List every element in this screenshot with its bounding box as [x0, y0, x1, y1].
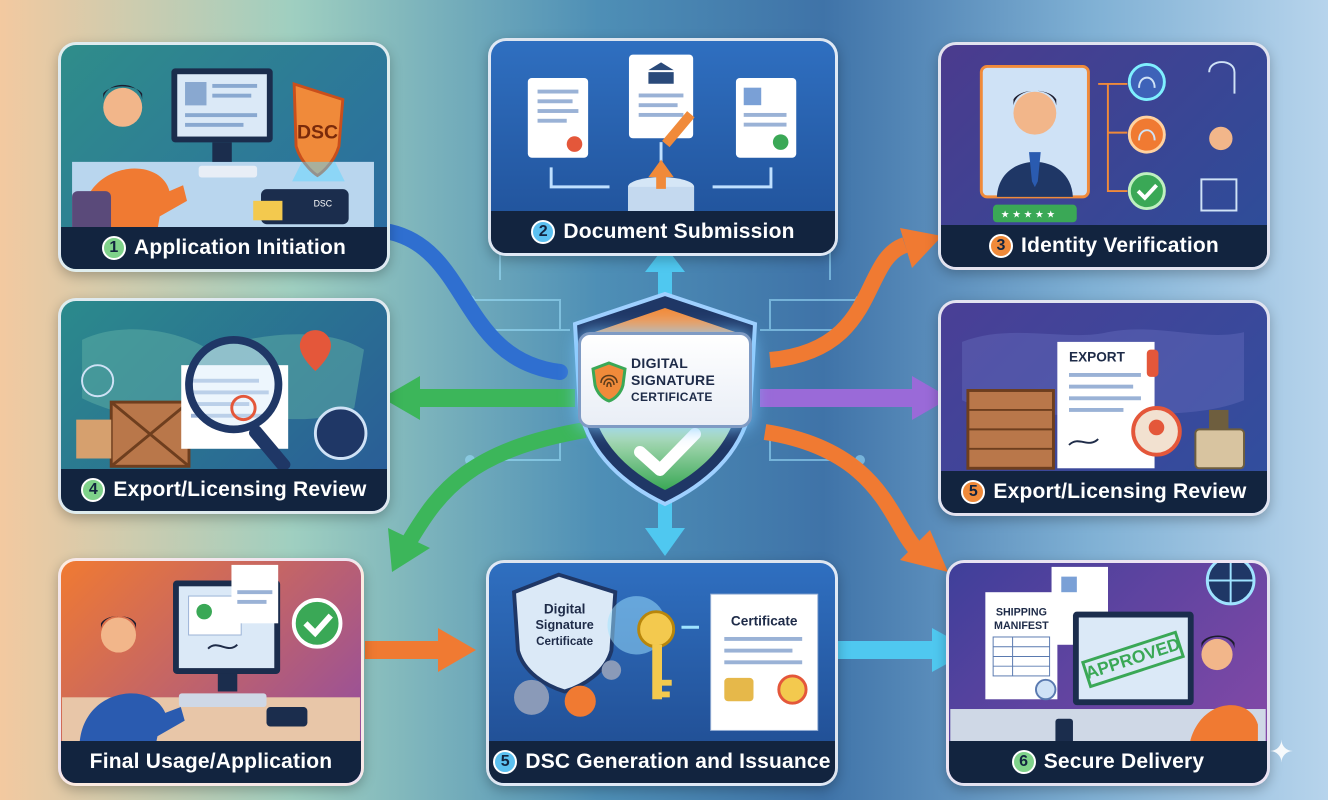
dsc-generation-illustration: Digital Signature Certificate Certificat…	[511, 572, 819, 731]
step-panel-secure-delivery: SHIPPING MANIFEST APPROVED 6 Secure Deli…	[946, 560, 1270, 786]
arrow-center-to-step3	[769, 237, 909, 368]
step-caption: Final Usage/Application	[61, 741, 361, 783]
step-panel-identity-verification: ★ ★ ★ ★ ★ 3 Identity Verification	[938, 42, 1270, 270]
center-certificate-card: DIGITAL SIGNATURE CERTIFICATE	[578, 332, 752, 428]
step-number-badge: 1	[101, 236, 126, 260]
step-panel-final-usage: Final Usage/Application	[58, 558, 364, 786]
export-review-right-illustration: EXPORT	[962, 329, 1245, 470]
identity-verification-illustration: ★ ★ ★ ★ ★	[979, 61, 1238, 223]
export-review-left-illustration	[76, 329, 368, 473]
center-title-line3: CERTIFICATE	[631, 390, 713, 404]
step-caption: 6 Secure Delivery	[949, 741, 1267, 783]
step-number-badge: 5	[493, 750, 518, 774]
fingerprint-shield-icon	[591, 361, 627, 403]
document-submission-illustration	[527, 54, 797, 234]
step-label: Export/Licensing Review	[113, 478, 367, 501]
step-caption: 5 DSC Generation and Issuance	[489, 741, 835, 783]
shield-text-line1: Digital	[544, 602, 586, 617]
step-number-badge: 3	[989, 234, 1014, 258]
dsc-reader-text: DSC	[314, 199, 332, 209]
step-panel-export-licensing-review-right: EXPORT 5 Export/Licensing Review	[938, 300, 1270, 516]
center-title-line1: DIGITAL	[631, 355, 689, 371]
svg-text:★ ★ ★ ★ ★: ★ ★ ★ ★ ★	[1001, 209, 1056, 220]
step-panel-export-licensing-review-left: 4 Export/Licensing Review	[58, 298, 390, 514]
shield-text-line2: Signature	[536, 618, 594, 632]
step-label: Identity Verification	[1021, 234, 1219, 257]
export-doc-title: EXPORT	[1069, 349, 1126, 364]
application-initiation-illustration: DSC DSC	[72, 68, 374, 240]
shield-text-line3: Certificate	[536, 635, 594, 648]
manifest-line1: SHIPPING	[996, 607, 1047, 619]
step-panel-document-submission: 2 Document Submission	[488, 38, 838, 256]
step-caption: 4 Export/Licensing Review	[61, 469, 387, 511]
step-panel-dsc-generation: Digital Signature Certificate Certificat…	[486, 560, 838, 786]
step-label: DSC Generation and Issuance	[525, 750, 831, 773]
sparkle-icon: ✦	[1268, 736, 1294, 769]
final-usage-illustration	[62, 564, 360, 756]
step-label: Application Initiation	[133, 236, 347, 259]
step-label: Final Usage/Application	[89, 750, 333, 773]
step-caption: 1 Application Initiation	[61, 227, 387, 269]
step-label: Document Submission	[563, 220, 795, 243]
arrow-center-to-delivery	[763, 424, 922, 554]
step-number-badge: 4	[81, 478, 106, 502]
step-label: Export/Licensing Review	[993, 480, 1247, 503]
dsc-shield-text: DSC	[297, 121, 338, 143]
certificate-doc-title: Certificate	[731, 613, 798, 628]
arrow-step1-to-center	[382, 224, 568, 380]
step-caption: 3 Identity Verification	[941, 225, 1267, 267]
step-caption: 5 Export/Licensing Review	[941, 471, 1267, 513]
arrow-center-to-final	[403, 422, 587, 545]
step-number-badge: 6	[1011, 750, 1036, 774]
step-panel-application-initiation: DSC DSC 1 Application Initiation	[58, 42, 390, 272]
step-label: Secure Delivery	[1043, 750, 1205, 773]
step-caption: 2 Document Submission	[491, 211, 835, 253]
manifest-line2: MANIFEST	[994, 620, 1049, 632]
center-title: DIGITAL SIGNATURE CERTIFICATE	[631, 355, 751, 406]
center-title-line2: SIGNATURE	[631, 372, 716, 388]
step-number-badge: 2	[531, 220, 556, 244]
step-number-badge: 5	[961, 480, 986, 504]
